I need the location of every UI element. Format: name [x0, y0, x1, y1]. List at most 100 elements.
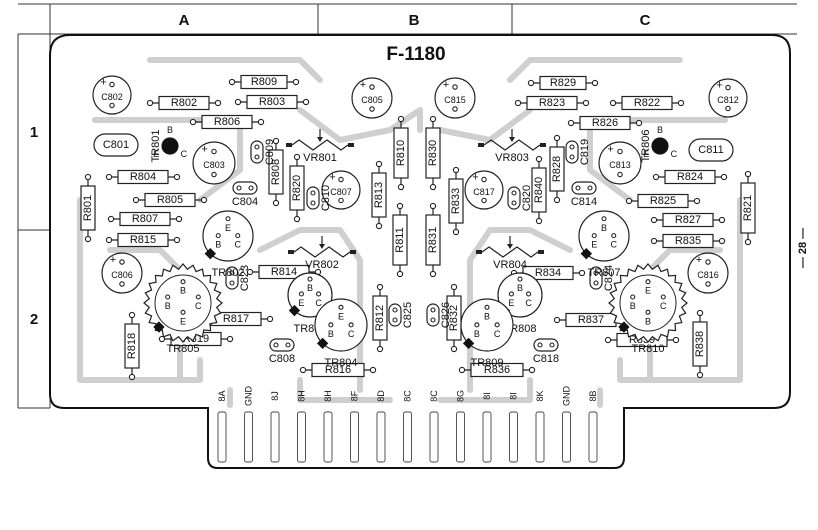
- variable-resistor-vr801: VR801: [286, 129, 354, 164]
- pin-label: GND: [562, 386, 572, 407]
- connector-finger: [350, 411, 359, 463]
- capacitor-c813: +C813: [598, 141, 642, 185]
- pin-letter: E: [153, 149, 159, 159]
- resistor-label: R834: [535, 267, 561, 279]
- electrolytic-capacitors: +C802+C805+C815+C812+C803+C807+C817+C813…: [92, 75, 748, 294]
- page-number: — 28 —: [797, 228, 809, 268]
- plus-marker: +: [472, 172, 478, 184]
- connector-finger: [588, 411, 598, 463]
- resistor-r827: R827: [650, 212, 726, 228]
- capacitor-c814: C814: [571, 181, 597, 208]
- capacitor-c811: C811: [688, 138, 734, 162]
- resistor-r825: R825: [625, 193, 701, 209]
- plus-marker: +: [716, 80, 722, 92]
- pin-label: 8C: [403, 390, 413, 402]
- capacitor-c816: +C816: [687, 252, 729, 294]
- pin-letter: E: [298, 298, 304, 308]
- pin-label: 8K: [535, 390, 545, 401]
- pin-letter: E: [591, 240, 597, 250]
- capacitor-label: C815: [444, 95, 466, 105]
- resistor-r835: R835: [650, 233, 726, 249]
- pin-letter: B: [167, 125, 173, 135]
- capacitor-label: C812: [717, 95, 739, 105]
- connector-finger: [535, 411, 545, 463]
- edge-connector: [217, 411, 598, 463]
- pin-letter: B: [601, 223, 607, 233]
- board-outline: [49, 34, 791, 469]
- resistor-label: R822: [634, 97, 660, 109]
- transistor-label: TR807: [587, 267, 620, 279]
- resistor-label: R804: [130, 171, 156, 183]
- capacitor-label: C806: [111, 270, 133, 280]
- capacitor-c817: +C817: [464, 170, 504, 210]
- pin-letter: E: [643, 149, 649, 159]
- resistor-r834: R834: [510, 265, 586, 281]
- pin-letter: B: [657, 125, 663, 135]
- resistor-label: R809: [251, 76, 277, 88]
- capacitor-label: C826: [440, 302, 452, 328]
- connector-finger: [403, 411, 412, 463]
- capacitor-label: C814: [571, 196, 597, 208]
- connector-finger: [429, 411, 439, 463]
- pin-letter: C: [660, 301, 667, 311]
- pin-letter: B: [165, 301, 171, 311]
- capacitor-c819: C819: [565, 139, 591, 165]
- plus-marker: +: [201, 143, 207, 155]
- resistor-r806: R806: [189, 114, 265, 130]
- resistor-r821: R821: [740, 170, 756, 246]
- resistor-r805: R805: [132, 192, 208, 208]
- resistor-label: R828: [551, 156, 563, 182]
- resistor-label: R817: [223, 313, 249, 325]
- resistor-label: R833: [450, 188, 462, 214]
- resistor-label: R808: [270, 159, 282, 185]
- connector-finger: [482, 411, 492, 463]
- pin-letter: C: [234, 240, 241, 250]
- resistor-label: R832: [448, 305, 460, 331]
- pin-label: 8C: [429, 390, 439, 402]
- connector-finger: [297, 411, 306, 463]
- resistor-label: R820: [291, 175, 303, 201]
- variable-resistor-vr803: VR803: [478, 129, 546, 164]
- pin-label: 8B: [588, 390, 598, 401]
- resistor-label: R818: [126, 333, 138, 359]
- capacitor-c804: C804: [232, 181, 258, 208]
- copper-traces: [77, 57, 743, 408]
- capacitor-label: C807: [330, 187, 352, 197]
- capacitor-label: C803: [203, 160, 225, 170]
- capacitor-c818: C818: [533, 338, 559, 365]
- resistor-r811: R811: [392, 202, 408, 278]
- capacitor-c812: + C812: [708, 78, 748, 118]
- capacitor-c825: C825: [388, 302, 414, 328]
- pin-label: 8A: [217, 390, 227, 401]
- transistor-label: TR805: [166, 343, 199, 355]
- pin-label: 8D: [376, 390, 386, 402]
- resistor-label: R837: [578, 314, 604, 326]
- connector-finger: [509, 411, 518, 463]
- pin-letter: C: [610, 240, 617, 250]
- resistor-label: R810: [395, 140, 407, 166]
- resistor-r830: R830: [425, 115, 441, 191]
- pin-letter: B: [474, 329, 480, 339]
- resistor-r823: R823: [514, 95, 590, 111]
- resistor-label: R824: [677, 171, 703, 183]
- resistor-label: R806: [214, 116, 240, 128]
- resistor-r832: R832: [446, 283, 462, 353]
- pin-letter: B: [517, 283, 523, 293]
- resistor-label: R807: [132, 213, 158, 225]
- plus-marker: +: [100, 77, 106, 89]
- transistor-label: TR801: [150, 129, 162, 162]
- capacitor-label: C808: [269, 353, 295, 365]
- resistor-label: R827: [675, 214, 701, 226]
- capacitor-c826: C826: [426, 302, 452, 328]
- resistor-label: R831: [427, 227, 439, 253]
- resistor-r831: R831: [425, 202, 441, 278]
- capacitor-c805: +C805: [351, 77, 393, 119]
